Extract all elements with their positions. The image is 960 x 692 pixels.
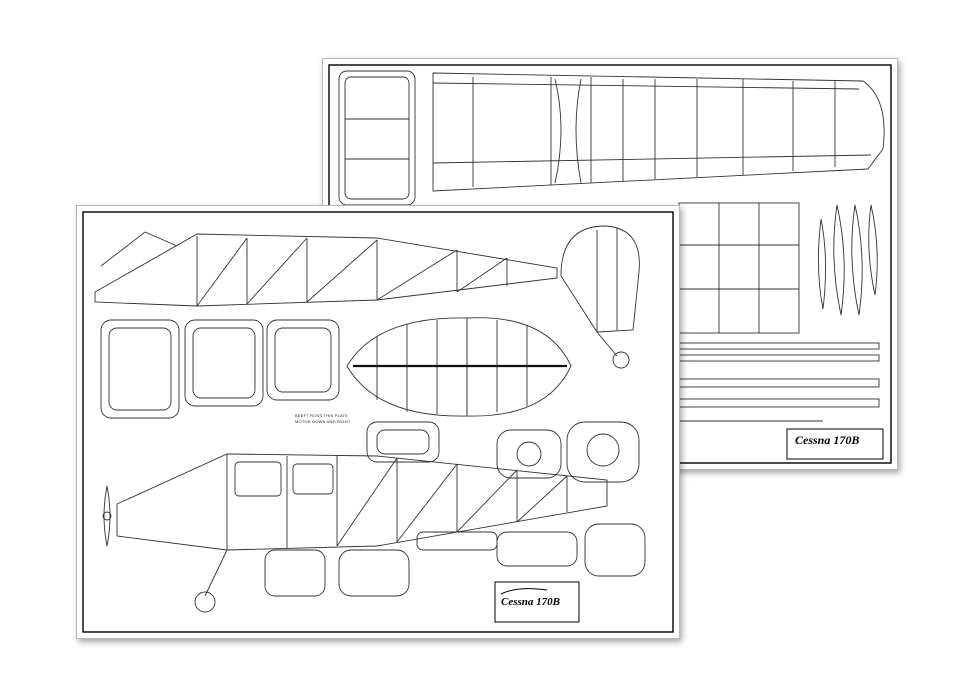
front-sheet-title: Cessna 170B: [501, 596, 560, 608]
front-plan-sheet: Cessna 170B BEEFT ROSS THIS PLATE MOTOR …: [76, 205, 680, 639]
back-title-block: [786, 428, 884, 460]
stabilizer-drawing: [346, 317, 572, 417]
front-title-block: [494, 581, 580, 623]
window-frame-drawing: [338, 70, 416, 206]
fuselage-top-view: [94, 231, 558, 307]
front-sheet-note-2: MOTOR DOWN AND RIGHT: [295, 419, 351, 424]
back-sheet-title: Cessna 170B: [795, 433, 860, 447]
front-sheet-border: [82, 211, 674, 633]
fuselage-main-view: [102, 453, 608, 613]
front-plan-drawing: [82, 211, 674, 633]
wing-plan-drawing: [432, 72, 885, 192]
cowl-parts-drawing: [264, 421, 646, 597]
rib-templates-drawing: [817, 204, 878, 316]
tail-fin-drawing: [560, 225, 640, 369]
wing-lower-drawing: [678, 202, 880, 422]
window-panels-drawing: [100, 319, 340, 419]
front-sheet-note-1: BEEFT ROSS THIS PLATE: [295, 413, 349, 418]
